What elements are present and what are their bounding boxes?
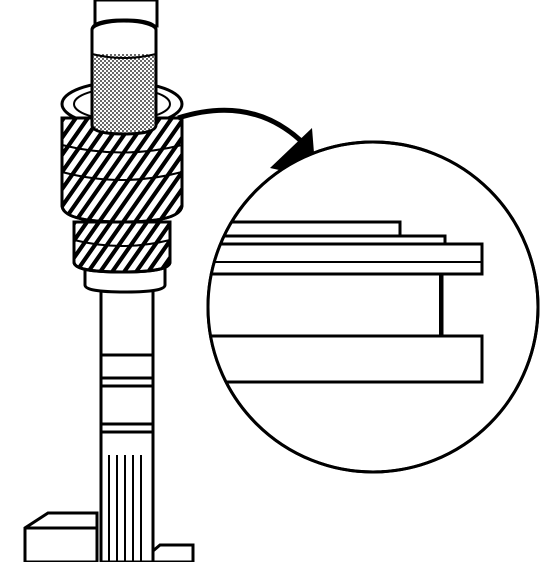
- shaft-splines: [108, 455, 142, 562]
- detail-plates: [208, 220, 484, 384]
- detail-magnifier: [206, 140, 540, 474]
- sleeve-tool: [90, 18, 158, 136]
- shaft-lower: [99, 268, 155, 562]
